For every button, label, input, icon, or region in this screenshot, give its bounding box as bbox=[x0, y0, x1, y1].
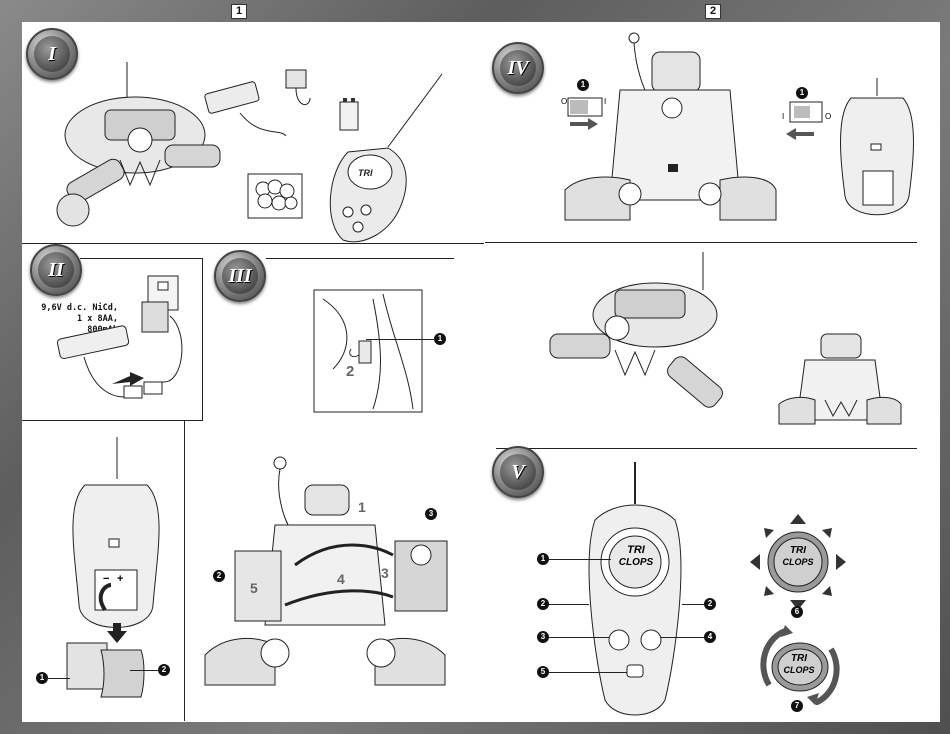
section-numeral-ii: II bbox=[38, 252, 74, 288]
rotation-logo-clops: CLOPS bbox=[783, 665, 815, 675]
page-number-2: 2 bbox=[705, 4, 721, 19]
rotation-logo-tri: TRI bbox=[790, 653, 808, 664]
callout-2-battery: 2 bbox=[158, 664, 170, 676]
page-number-1: 1 bbox=[231, 4, 247, 19]
switch-closeup-illustration bbox=[313, 289, 423, 413]
callout-leader-v-3 bbox=[549, 637, 609, 638]
battery-plus-symbol: + bbox=[117, 573, 124, 585]
switch-off-label-robot: O bbox=[561, 97, 568, 106]
discs-illustration bbox=[247, 173, 303, 219]
section-numeral-iii: III bbox=[222, 258, 258, 294]
robot-front-switch-illustration bbox=[564, 32, 777, 221]
callout-5-v: 5 bbox=[537, 666, 549, 678]
joystick-rotation-diagram bbox=[760, 625, 840, 705]
charger-connection-illustration bbox=[56, 275, 183, 399]
robot-battery-install-illustration bbox=[204, 456, 448, 686]
svg-text:TRI: TRI bbox=[358, 168, 373, 178]
section-ii-right bbox=[202, 258, 203, 421]
callout-2-v-left: 2 bbox=[537, 598, 549, 610]
section-badge-i: I bbox=[26, 28, 78, 80]
callout-leader-v-5 bbox=[549, 672, 627, 673]
step-number-5: 5 bbox=[250, 580, 258, 596]
joystick-logo-clops: CLOPS bbox=[782, 557, 814, 567]
remote-back-battery-illustration bbox=[66, 437, 160, 698]
remote-front-illustration bbox=[588, 462, 682, 716]
robot-switch-diagram bbox=[567, 97, 603, 130]
callout-leader-v-1 bbox=[549, 559, 611, 560]
battery-spec-cells: 1 x 8AA, bbox=[77, 314, 118, 324]
section-numeral-iv: IV bbox=[500, 50, 536, 86]
callout-1-iv-robot: 1 bbox=[577, 79, 589, 91]
remote-switch-diagram bbox=[786, 101, 823, 140]
remote-back-switch-illustration bbox=[840, 78, 914, 216]
callout-leader-v-4 bbox=[660, 637, 704, 638]
callout-7-v: 7 bbox=[791, 700, 803, 712]
remote-illustration-angle: TRI bbox=[329, 73, 443, 243]
divider-section-v bbox=[496, 448, 917, 449]
robot-illustration-side bbox=[56, 62, 221, 227]
callout-leader-iii bbox=[366, 339, 434, 340]
section-badge-iii: III bbox=[214, 250, 266, 302]
step-number-4: 4 bbox=[337, 571, 345, 587]
callout-leader-battery-2 bbox=[130, 670, 158, 671]
robot-illustration-iso bbox=[549, 252, 723, 408]
joystick-direction-diagram bbox=[750, 514, 846, 610]
callout-1-v: 1 bbox=[537, 553, 549, 565]
remote-logo-clops: CLOPS bbox=[618, 557, 654, 568]
callout-leader-v-2l bbox=[549, 604, 589, 605]
battery-minus-symbol: − bbox=[103, 573, 110, 585]
switch-step-number: 2 bbox=[346, 363, 355, 380]
section-ii-bottom bbox=[22, 420, 202, 421]
callout-6-v: 6 bbox=[791, 606, 803, 618]
remote-logo-tri: TRI bbox=[627, 544, 645, 556]
divider-left-bottom bbox=[184, 421, 185, 721]
section-numeral-i: I bbox=[34, 36, 70, 72]
callout-1-battery: 1 bbox=[36, 672, 48, 684]
callout-leader-v-2r bbox=[682, 604, 704, 605]
divider-right-upper bbox=[485, 242, 917, 243]
callout-3-v: 3 bbox=[537, 631, 549, 643]
battery-charger-illustration bbox=[204, 69, 311, 137]
section-iii-line bbox=[266, 258, 454, 259]
section-badge-v: V bbox=[492, 446, 544, 498]
callout-1-iii: 1 bbox=[434, 333, 446, 345]
divider-left-upper bbox=[22, 243, 484, 244]
section-badge-ii: II bbox=[30, 244, 82, 296]
switch-on-label-remote: I bbox=[782, 112, 785, 121]
callout-4-v: 4 bbox=[704, 631, 716, 643]
robot-illustration-front-small bbox=[778, 333, 902, 425]
callout-2-v-right: 2 bbox=[704, 598, 716, 610]
callout-leader-battery-1 bbox=[48, 678, 70, 679]
joystick-logo-tri: TRI bbox=[789, 545, 807, 556]
callout-1-iv-remote: 1 bbox=[796, 87, 808, 99]
switch-off-label-remote: O bbox=[825, 112, 832, 121]
step-number-3: 3 bbox=[381, 565, 389, 581]
callout-3-robot: 3 bbox=[425, 508, 437, 520]
section-badge-iv: IV bbox=[492, 42, 544, 94]
section-ii-line bbox=[80, 258, 202, 259]
step-number-1: 1 bbox=[358, 499, 366, 515]
switch-on-label-robot: I bbox=[604, 97, 607, 106]
section-numeral-v: V bbox=[500, 454, 536, 490]
battery-spec-voltage: 9,6V d.c. NiCd, bbox=[41, 303, 118, 313]
callout-2-robot: 2 bbox=[213, 570, 225, 582]
9v-battery-illustration bbox=[339, 98, 359, 131]
